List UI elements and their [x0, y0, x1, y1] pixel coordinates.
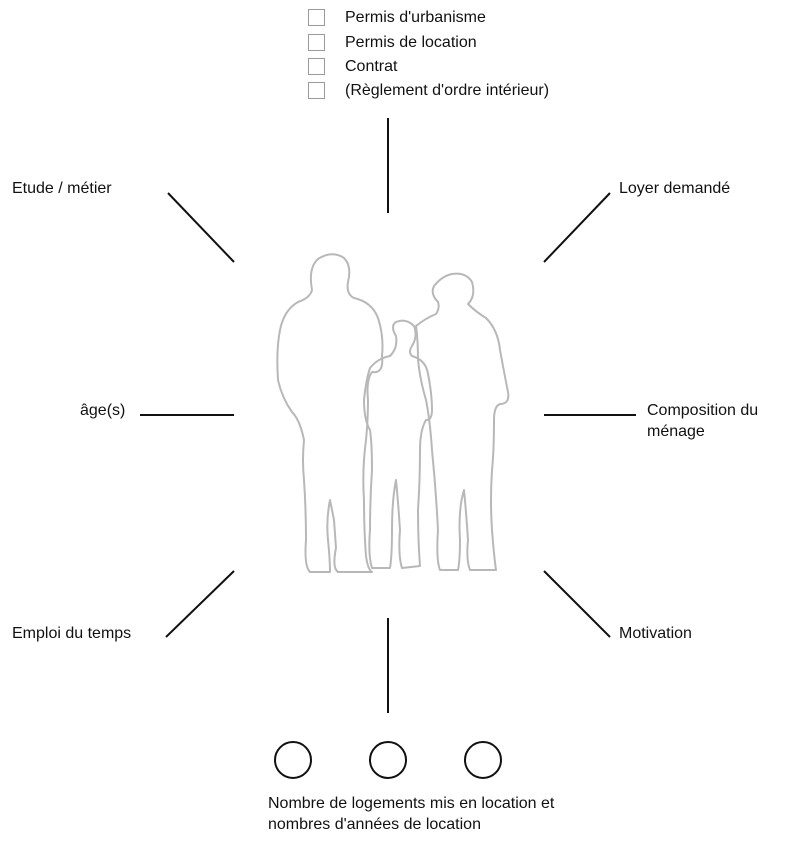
circle-icon[interactable] [369, 741, 407, 779]
connector-loyer [543, 192, 611, 263]
label-emploi-du-temps: Emploi du temps [12, 625, 132, 642]
connector-motivation [543, 570, 611, 638]
connector-etude [167, 192, 235, 263]
checkbox-icon[interactable] [308, 9, 325, 26]
label-loyer-demande: Loyer demandé [619, 180, 731, 197]
checklist-item-contrat[interactable]: Contrat [308, 56, 397, 77]
label-nombre-logements: Nombre de logements mis en location et n… [268, 795, 555, 833]
circle-icon[interactable] [464, 741, 502, 779]
checklist-label: Permis d'urbanisme [345, 8, 486, 26]
family-silhouette-icon [276, 253, 510, 573]
circle-icon[interactable] [274, 741, 312, 779]
checklist-label: Contrat [345, 57, 398, 75]
checkbox-icon[interactable] [308, 82, 325, 99]
label-motivation: Motivation [619, 625, 692, 642]
checklist-label: (Règlement d'ordre intérieur) [345, 81, 550, 99]
connector-emploi [165, 570, 235, 638]
checklist-item-location[interactable]: Permis de location [308, 32, 477, 53]
checklist-item-reglement[interactable]: (Règlement d'ordre intérieur) [308, 80, 549, 101]
checkbox-icon[interactable] [308, 58, 325, 75]
label-etude-metier: Etude / métier [12, 180, 112, 197]
checkbox-icon[interactable] [308, 34, 325, 51]
checklist-label: Permis de location [345, 33, 477, 51]
checklist-item-urbanisme[interactable]: Permis d'urbanisme [308, 7, 486, 28]
label-ages: âge(s) [80, 402, 126, 419]
label-composition-menage: Composition du ménage [647, 402, 759, 440]
